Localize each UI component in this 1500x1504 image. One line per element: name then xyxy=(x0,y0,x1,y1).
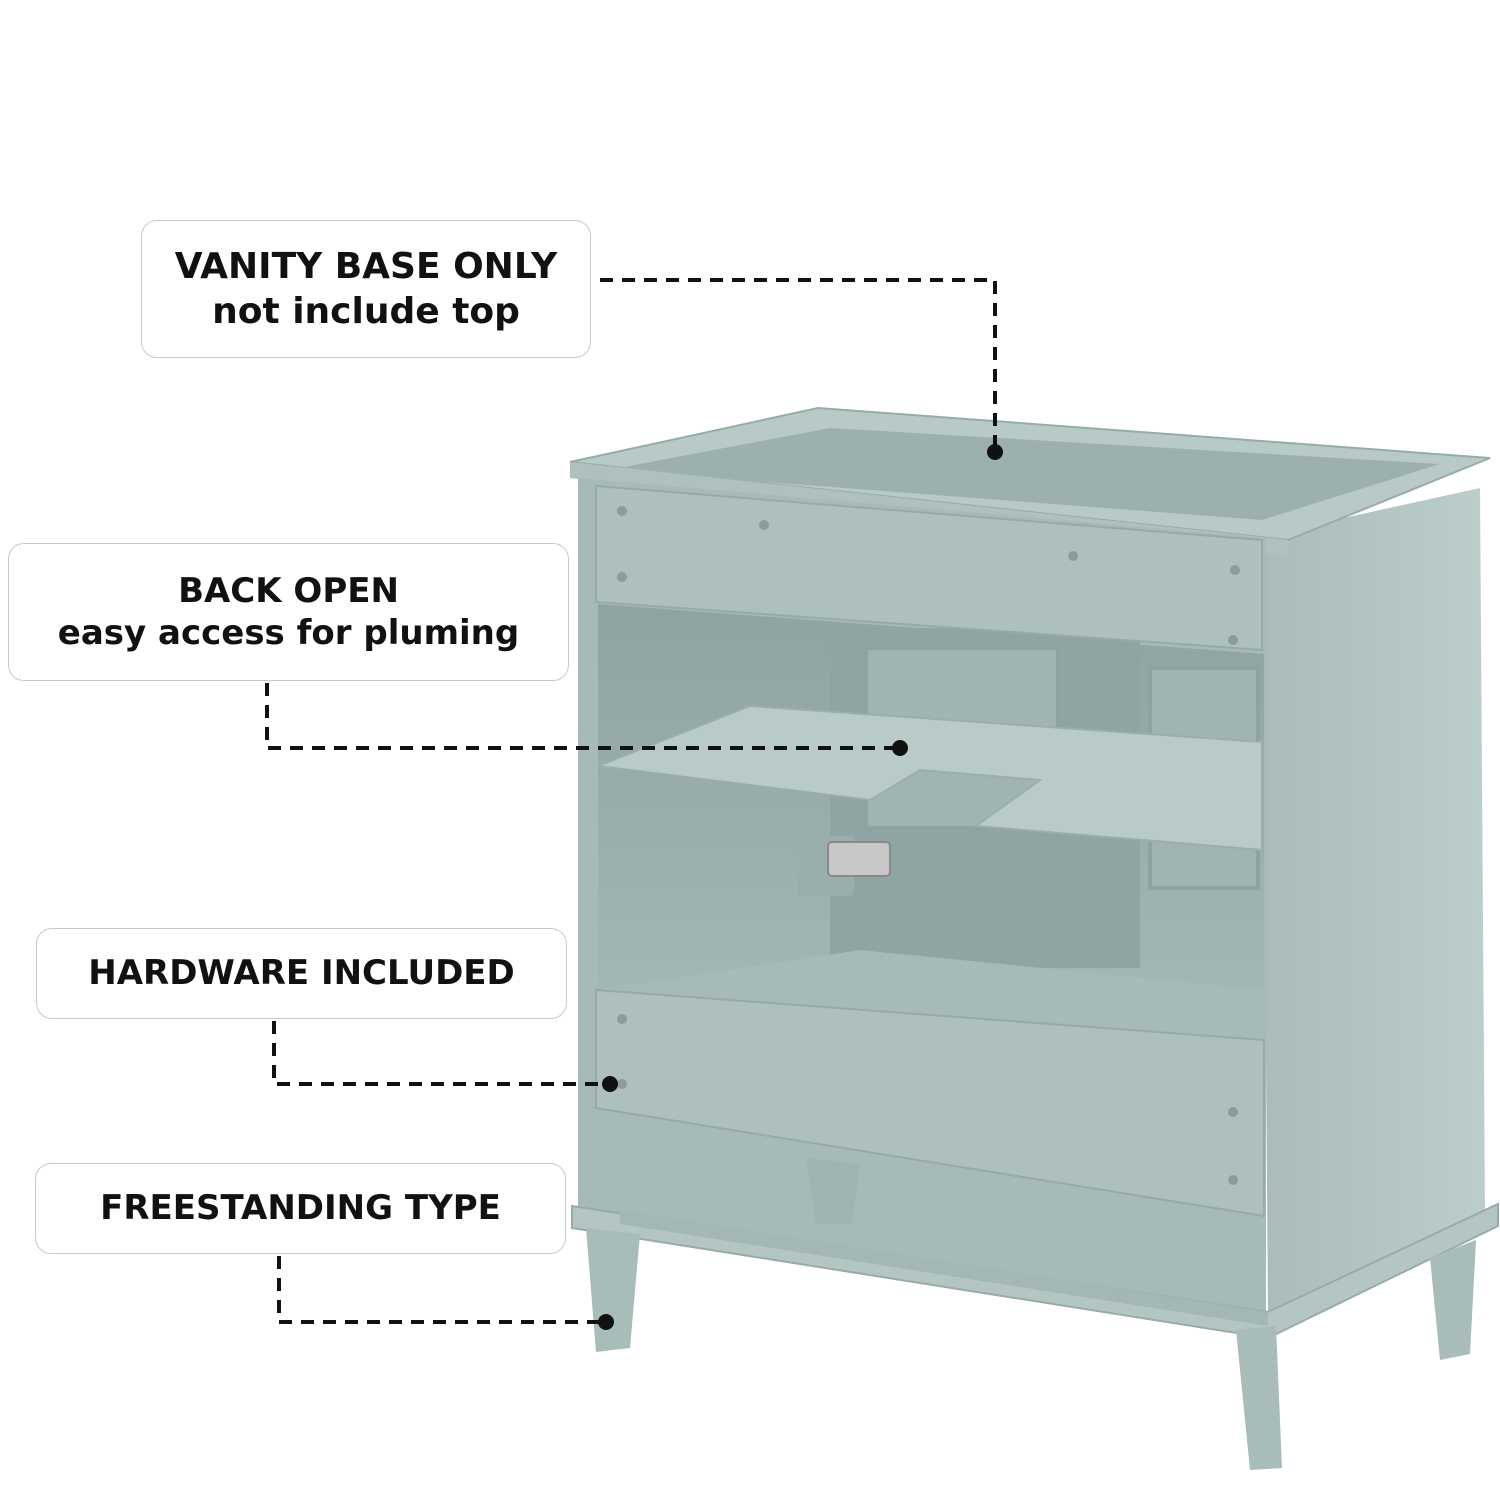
callout-freestanding-line1: FREESTANDING TYPE xyxy=(100,1188,501,1229)
callout-freestanding-type: FREESTANDING TYPE xyxy=(35,1163,566,1254)
leader-hardware xyxy=(272,1021,610,1086)
leader-dot-top xyxy=(987,444,1003,460)
cabinet-side-panel xyxy=(1262,488,1485,1316)
leader-top xyxy=(600,278,997,452)
callout-hardware-line1: HARDWARE INCLUDED xyxy=(88,953,515,994)
callout-back-line1: BACK OPEN xyxy=(178,570,399,611)
callout-top-line1: VANITY BASE ONLY xyxy=(174,246,558,287)
leader-freestanding xyxy=(277,1256,606,1324)
callout-vanity-base-only: VANITY BASE ONLY not include top xyxy=(141,220,591,358)
leader-lines xyxy=(265,278,997,1324)
callout-hardware-included: HARDWARE INCLUDED xyxy=(36,928,567,1019)
leader-dot-freestanding xyxy=(598,1314,614,1330)
leader-back xyxy=(265,683,900,750)
callout-back-open: BACK OPEN easy access for pluming xyxy=(8,543,569,681)
leader-dots xyxy=(598,444,1003,1330)
callout-back-line2: easy access for pluming xyxy=(57,613,520,653)
leader-dot-back xyxy=(892,740,908,756)
cabinet-back-frame xyxy=(578,478,1266,1316)
callout-top-line2: not include top xyxy=(212,291,520,332)
cabinet-base-legs xyxy=(571,1158,1499,1470)
leader-dot-hardware xyxy=(602,1076,618,1092)
